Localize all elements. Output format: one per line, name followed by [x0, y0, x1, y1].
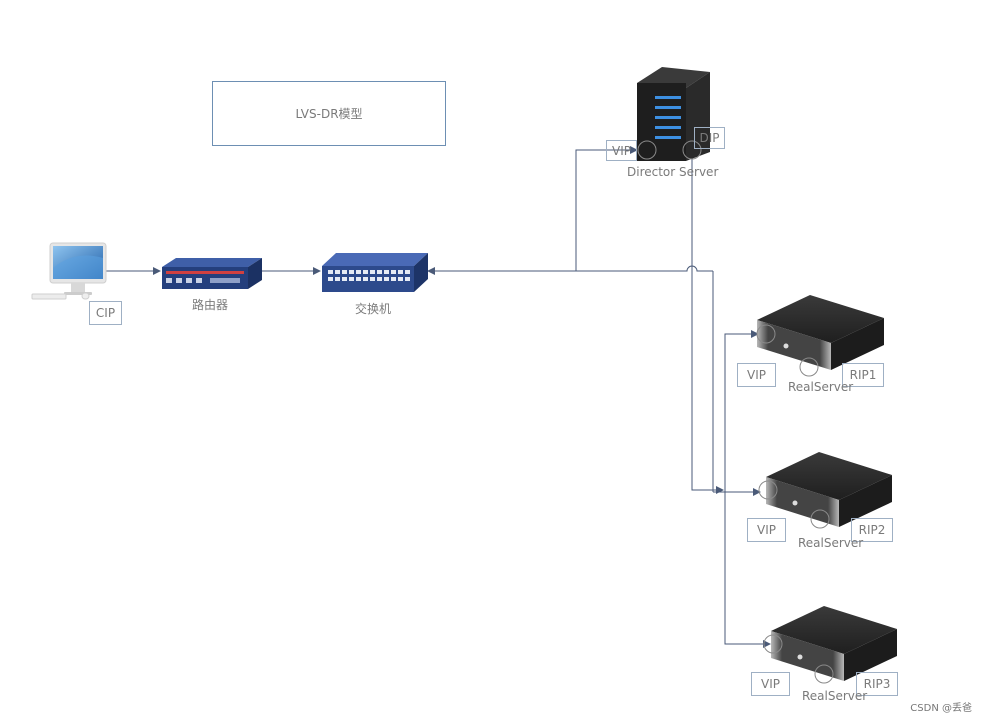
rs2-rip-box: RIP2 — [851, 518, 893, 542]
router-label: 路由器 — [192, 298, 229, 312]
rs1-vip-box: VIP — [737, 363, 776, 387]
rs1-rip-label: RIP1 — [849, 368, 877, 382]
rs1-vip-port-icon — [756, 324, 776, 344]
rs1-rip-box: RIP1 — [842, 363, 884, 387]
switch-label: 交换机 — [355, 302, 392, 316]
rs3-vip-box: VIP — [751, 672, 790, 696]
connection-lines — [106, 146, 771, 648]
rs3-vip-label: VIP — [761, 677, 780, 691]
rs1-rip-port-icon — [799, 357, 819, 377]
rs2-vip-box: VIP — [747, 518, 786, 542]
client-computer-icon — [31, 242, 107, 300]
cip-label-box: CIP — [89, 301, 122, 325]
director-server-label: Director Server — [627, 165, 719, 179]
rs3-name-label: RealServer — [802, 689, 868, 703]
director-dip-box: DIP — [694, 127, 725, 149]
rs3-vip-port-icon — [763, 634, 783, 654]
realserver-2-icon — [766, 452, 892, 527]
csdn-watermark: CSDN @丢爸 — [910, 703, 972, 714]
router-icon — [162, 258, 262, 289]
rs2-vip-label: VIP — [757, 523, 776, 537]
rs2-rip-label: RIP2 — [858, 523, 886, 537]
realserver-1-icon — [757, 295, 884, 370]
rs3-rip-box: RIP3 — [856, 672, 898, 696]
link-main-bus — [427, 265, 713, 275]
diagram-title: LVS-DR模型 — [295, 107, 363, 121]
diagram-title-box: LVS-DR模型 — [212, 81, 446, 146]
cip-label: CIP — [95, 306, 116, 320]
link-switch-director — [575, 146, 638, 271]
switch-icon — [322, 253, 428, 292]
director-dip-port-icon — [682, 140, 702, 160]
director-vip-label: VIP — [612, 143, 631, 158]
link-director-dip-down — [691, 157, 724, 494]
rs1-vip-label: VIP — [747, 368, 766, 382]
rs3-rip-port-icon — [814, 664, 834, 684]
director-server-icon — [637, 67, 710, 161]
rs1-name-label: RealServer — [788, 380, 854, 394]
rs3-rip-label: RIP3 — [863, 677, 891, 691]
realserver-3-icon — [771, 606, 897, 681]
director-vip-box: VIP — [606, 140, 637, 161]
rs2-vip-port-icon — [758, 480, 778, 500]
director-vip-port-icon — [637, 140, 657, 160]
rs2-name-label: RealServer — [798, 536, 864, 550]
rs2-rip-port-icon — [810, 509, 830, 529]
director-dip-label: DIP — [699, 131, 720, 145]
